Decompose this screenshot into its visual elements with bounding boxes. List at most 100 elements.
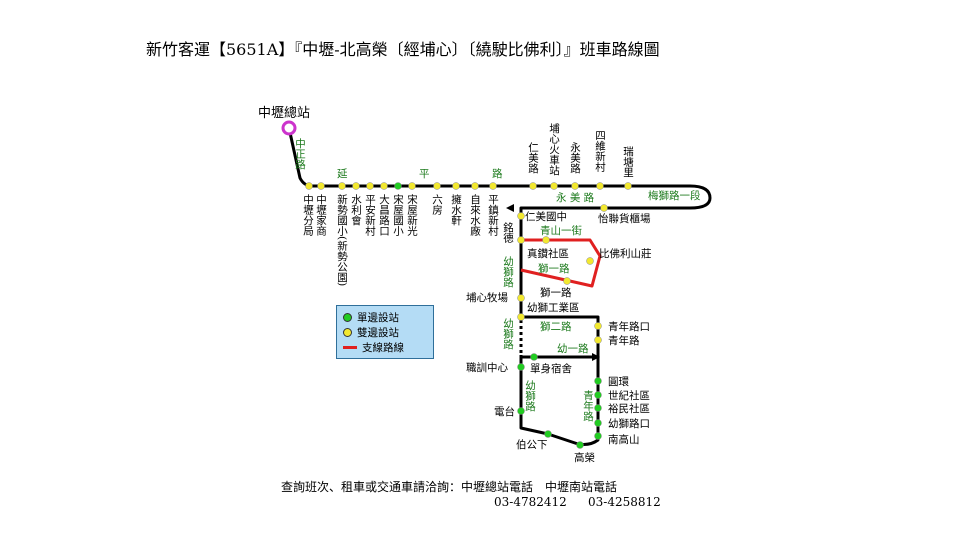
- road-label-shi1a: 獅一路: [538, 262, 570, 275]
- phone-zhongli-terminal: 03-4782412: [494, 495, 567, 509]
- stop-label-gaorong: 高榮: [574, 451, 595, 464]
- stop-pingan: [366, 182, 374, 190]
- stop-zhongli-police: [305, 182, 313, 190]
- stop-label-zhongli-police: 中壢分局: [302, 193, 314, 237]
- stop-label-ruitang: 瑞塘里: [622, 146, 634, 178]
- stop-label-siwei: 四維新村: [594, 130, 606, 172]
- stop-zhenzuan: [542, 236, 550, 244]
- contact-text: 查詢班次、租車或交通車請洽詢：中壢總站電話 中壢南站電話: [281, 480, 618, 494]
- terminal-marker: [281, 120, 297, 136]
- stop-label-shi1: 獅一路: [540, 286, 572, 299]
- stop-puxin-station: [550, 182, 558, 190]
- stop-qingnian-kou: [594, 322, 602, 330]
- legend-branch-label: 支線路線: [362, 342, 404, 354]
- stop-label-shiji: 世紀社區: [608, 389, 650, 402]
- stop-yuanhuan: [594, 377, 602, 385]
- road-label-shi2: 獅二路: [540, 320, 572, 333]
- legend-single-label: 單邊設站: [357, 312, 399, 324]
- stop-label-yilian: 怡聯貨櫃場: [598, 212, 651, 225]
- stop-yongmei-road: [571, 182, 579, 190]
- stop-label-puxin-station: 埔心火車站: [548, 122, 560, 176]
- stop-shi1: [563, 277, 571, 285]
- route-segment-lower-left: [519, 355, 579, 446]
- stop-label-water-plant: 自來水廠: [469, 193, 481, 237]
- stop-label-zhenzuan: 真鑽社區: [527, 247, 569, 260]
- stop-dachang: [380, 182, 388, 190]
- route-segment-loop-east: [519, 184, 712, 317]
- stop-bifuli: [586, 257, 594, 265]
- stop-label-yongmei-road: 永美路: [569, 141, 581, 174]
- main-line-stops: [305, 182, 632, 449]
- stop-label-danshen: 單身宿舍: [530, 362, 572, 375]
- stop-label-yumin: 裕民社區: [608, 402, 650, 415]
- stop-label-qingnian-kou: 青年路口: [608, 320, 650, 333]
- stop-label-nangaoshan: 南高山: [608, 433, 640, 446]
- road-label-yongmei: 永 美 路: [556, 191, 595, 204]
- stop-puxin-ranch: [517, 294, 525, 302]
- stop-label-dian-tai: 電台: [494, 405, 515, 418]
- single-stop-icon: [343, 313, 352, 322]
- stop-label-zhixun: 職訓中心: [466, 361, 508, 374]
- stop-siwei: [596, 182, 604, 190]
- road-label-ping: 平: [419, 168, 430, 180]
- road-label-youshi-c: 幼獅路: [524, 379, 536, 412]
- stop-youshi-ind: [517, 313, 525, 321]
- road-labels: 中正路 延 平 路 永 美 路 梅獅路一段 青山一街 獅一路 幼獅路 獅二路 幼…: [294, 137, 701, 422]
- road-label-you1: 幼一路: [557, 342, 589, 355]
- stop-label-songwu-xinguang: 宋屋新光: [406, 193, 418, 237]
- stop-renmei-road: [529, 182, 537, 190]
- road-label-meishi: 梅獅路一段: [648, 189, 701, 202]
- page-title: 新竹客運【5651A】『中壢-北高榮〔經埔心〕〔繞駛比佛利〕』班車路線圖: [146, 40, 660, 59]
- phone-zhongli-south: 03-4258812: [588, 495, 661, 509]
- stop-nangaoshan: [594, 432, 602, 440]
- stop-label-youshi-kou: 幼獅路口: [608, 417, 650, 430]
- stop-shiji: [594, 391, 602, 399]
- stop-label-xinshi: 新勢國小(新勢公園): [336, 193, 348, 286]
- stop-label-yuanhuan: 圓環: [608, 376, 629, 388]
- stop-yilian: [600, 204, 608, 212]
- stop-youshi-kou: [594, 419, 602, 427]
- road-label-qingshan: 青山一街: [540, 224, 582, 237]
- stop-label-pingzhen-village: 平鎮新村: [487, 194, 499, 236]
- stop-mingde: [517, 236, 525, 244]
- legend: 單邊設站 雙邊設站 支線路線: [336, 305, 434, 359]
- stop-label-qingnian: 青年路: [608, 334, 640, 347]
- stop-label-renmei-road: 仁美路: [527, 142, 539, 174]
- stop-gaorong: [576, 441, 584, 449]
- road-label-zhongzheng: 中正路: [294, 137, 306, 170]
- stop-liufang: [433, 182, 441, 190]
- stop-yumin: [594, 404, 602, 412]
- stop-ruitang: [624, 182, 632, 190]
- stop-label-shuili: 水利會: [350, 194, 362, 226]
- road-label-youshi-a: 幼獅路: [502, 255, 514, 288]
- legend-single: 單邊設站: [343, 310, 399, 325]
- stop-label-renmei-middle: 仁美國中: [525, 210, 567, 223]
- stop-bogong: [544, 430, 552, 438]
- stop-label-puxin-ranch: 埔心牧場: [466, 291, 508, 304]
- double-stop-icon: [343, 328, 352, 337]
- legend-double-label: 雙邊設站: [357, 327, 399, 339]
- top-stop-labels: 仁美路 埔心火車站 永美路 四維新村 瑞塘里: [527, 122, 634, 177]
- stop-qingnian: [594, 336, 602, 344]
- stop-label-pingan: 平安新村: [364, 194, 376, 236]
- branch-stop-labels: 仁美國中 怡聯貨櫃場 銘德 真鑽社區 比佛利山莊 獅一路 埔心牧場 幼獅工業區 …: [466, 210, 652, 464]
- stop-danshen: [530, 353, 538, 361]
- legend-branch: 支線路線: [343, 340, 404, 355]
- arrow-meishi: [506, 204, 514, 212]
- stop-label-yongshui: 擁水軒: [450, 193, 462, 226]
- stop-label-bifuli: 比佛利山莊: [599, 247, 652, 260]
- stop-water-plant: [471, 182, 479, 190]
- stop-label-bogong: 伯公下: [516, 438, 548, 451]
- stop-songwu-xinguang: [408, 182, 416, 190]
- legend-double: 雙邊設站: [343, 325, 399, 340]
- stop-label-youshi-ind: 幼獅工業區: [527, 301, 580, 314]
- terminal-label: 中壢總站: [258, 105, 310, 121]
- stop-renmei-middle: [517, 212, 525, 220]
- bottom-stop-labels: 中壢分局 中壢家商 新勢國小(新勢公園) 水利會 平安新村 大昌路口 宋屋國小 …: [302, 193, 499, 286]
- stop-dian-tai: [517, 407, 525, 415]
- stop-label-songwu-school: 宋屋國小: [392, 193, 404, 237]
- stop-label-mingde: 銘德: [502, 221, 514, 244]
- stop-yongshui: [452, 182, 460, 190]
- stop-zhixun: [517, 363, 525, 371]
